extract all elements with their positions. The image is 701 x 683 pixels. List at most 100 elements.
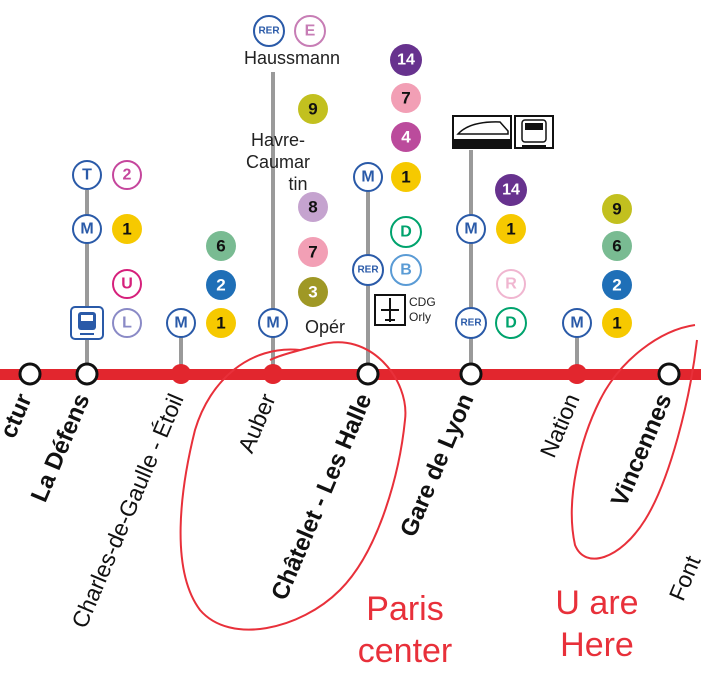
metro-line-1-label: 1 bbox=[612, 314, 621, 333]
rer-mode-label: RER bbox=[357, 265, 379, 276]
rer-line-b-badge[interactable]: B bbox=[390, 254, 422, 286]
metro-mode-label: M bbox=[266, 315, 279, 332]
rer-line-d-label: D bbox=[505, 315, 517, 332]
metro-line-4-label: 4 bbox=[401, 128, 411, 147]
rer-line-d-badge[interactable]: D bbox=[495, 307, 527, 339]
rer-line-e-badge[interactable]: E bbox=[294, 15, 326, 47]
station-label-nation[interactable]: Nation bbox=[535, 390, 585, 461]
metro-mode-icon: M bbox=[353, 162, 383, 192]
paris-center-note-line1: Paris bbox=[366, 590, 443, 628]
transilien-train-icon bbox=[70, 306, 104, 340]
station-dot-etoile[interactable] bbox=[171, 364, 191, 384]
station-dot-auber[interactable] bbox=[263, 364, 283, 384]
metro-line-7-badge[interactable]: 7 bbox=[391, 83, 421, 113]
station-dot-la-defense[interactable] bbox=[75, 362, 99, 386]
metro-mode-icon: M bbox=[72, 214, 102, 244]
metro-line-1-label: 1 bbox=[216, 314, 225, 333]
rer-mode-icon: RER bbox=[253, 15, 285, 47]
metro-line-1-label: 1 bbox=[506, 220, 515, 239]
havre-caumartin-label: Havre- Caumar tin bbox=[246, 130, 310, 194]
metro-line-7-badge[interactable]: 7 bbox=[298, 237, 328, 267]
metro-line-3-label: 3 bbox=[308, 283, 317, 302]
metro-line-2-label: 2 bbox=[216, 276, 225, 295]
station-label-chatelet[interactable]: Châtelet - Les Halle bbox=[266, 390, 377, 604]
station-label-font[interactable]: Font bbox=[664, 551, 701, 604]
opera-label: Opér bbox=[305, 317, 345, 337]
rer-line-r-badge[interactable]: R bbox=[496, 269, 526, 299]
station-label-la-defense[interactable]: La Défens bbox=[26, 390, 96, 506]
line-u-label: U bbox=[121, 276, 133, 293]
station-label-ctur[interactable]: ctur bbox=[0, 390, 38, 442]
correspondences-la-defense: T 2 M 1 U L bbox=[70, 160, 142, 340]
tram-mode-icon: T bbox=[72, 160, 102, 190]
tram-mode-label: T bbox=[82, 167, 92, 184]
metro-line-1-badge[interactable]: 1 bbox=[206, 308, 236, 338]
metro-line-7-label: 7 bbox=[308, 243, 317, 262]
metro-line-8-badge[interactable]: 8 bbox=[298, 192, 328, 222]
metro-line-1-badge[interactable]: 1 bbox=[496, 214, 526, 244]
metro-line-14-badge[interactable]: 14 bbox=[390, 44, 422, 76]
station-dot-gare-de-lyon[interactable] bbox=[459, 362, 483, 386]
correspondences-gare-de-lyon: 14 M 1 R RER D bbox=[452, 115, 554, 339]
airport-cdg-label: CDG bbox=[409, 295, 436, 309]
tram-line-2-badge[interactable]: 2 bbox=[112, 160, 142, 190]
station-dot-chatelet[interactable] bbox=[356, 362, 380, 386]
metro-line-6-badge[interactable]: 6 bbox=[602, 231, 632, 261]
station-dot-ctur[interactable] bbox=[18, 362, 42, 386]
you-are-here-circle bbox=[570, 324, 698, 560]
metro-line-9-badge[interactable]: 9 bbox=[298, 94, 328, 124]
station-dot-vincennes[interactable] bbox=[657, 362, 681, 386]
metro-line-6-badge[interactable]: 6 bbox=[206, 231, 236, 261]
metro-line-1-label: 1 bbox=[401, 168, 410, 187]
line-l-badge[interactable]: L bbox=[112, 308, 142, 338]
station-label-gare-de-lyon[interactable]: Gare de Lyon bbox=[395, 390, 479, 541]
rer-a-line bbox=[0, 369, 701, 380]
rer-line-b-label: B bbox=[400, 262, 412, 279]
station-label-etoile[interactable]: Charles-de-Gaulle - Étoil bbox=[66, 390, 188, 632]
metro-line-9-label: 9 bbox=[612, 200, 621, 219]
metro-line-1-badge[interactable]: 1 bbox=[112, 214, 142, 244]
metro-line-1-label: 1 bbox=[122, 220, 131, 239]
metro-mode-icon: M bbox=[166, 308, 196, 338]
line-u-badge[interactable]: U bbox=[112, 269, 142, 299]
metro-line-1-badge[interactable]: 1 bbox=[391, 162, 421, 192]
airport-orly-label: Orly bbox=[409, 310, 431, 324]
metro-mode-label: M bbox=[80, 221, 93, 238]
metro-mode-icon: M bbox=[456, 214, 486, 244]
metro-line-3-badge[interactable]: 3 bbox=[298, 277, 328, 307]
metro-line-14-label: 14 bbox=[502, 182, 520, 199]
metro-line-2-label: 2 bbox=[612, 276, 621, 295]
metro-mode-label: M bbox=[174, 315, 187, 332]
correspondences-nation: 9 6 2 M 1 bbox=[562, 194, 632, 338]
metro-mode-label: M bbox=[464, 221, 477, 238]
rer-mode-label: RER bbox=[460, 318, 482, 329]
metro-mode-icon: M bbox=[258, 308, 288, 338]
rer-line-d-badge[interactable]: D bbox=[390, 216, 422, 248]
metro-line-6-label: 6 bbox=[612, 237, 621, 256]
metro-mode-label: M bbox=[361, 169, 374, 186]
metro-line-6-label: 6 bbox=[216, 237, 225, 256]
metro-mode-icon: M bbox=[562, 308, 592, 338]
metro-line-9-label: 9 bbox=[308, 100, 317, 119]
correspondences-etoile: 6 2 M 1 bbox=[166, 231, 236, 338]
paris-center-circle bbox=[179, 341, 407, 631]
metro-line-9-badge[interactable]: 9 bbox=[602, 194, 632, 224]
station-dots bbox=[18, 362, 681, 386]
metro-line-1-badge[interactable]: 1 bbox=[602, 308, 632, 338]
metro-line-2-badge[interactable]: 2 bbox=[602, 270, 632, 300]
line-l-label: L bbox=[122, 315, 132, 332]
regional-train-icon bbox=[514, 115, 554, 149]
havre-label-line2: Caumar bbox=[246, 152, 310, 172]
metro-line-14-badge[interactable]: 14 bbox=[495, 174, 527, 206]
metro-mode-label: M bbox=[570, 315, 583, 332]
metro-line-2-badge[interactable]: 2 bbox=[206, 270, 236, 300]
havre-label-line1: Havre- bbox=[251, 130, 305, 150]
metro-line-4-badge[interactable]: 4 bbox=[391, 122, 421, 152]
station-label-auber[interactable]: Auber bbox=[233, 389, 281, 456]
station-label-vincennes[interactable]: Vincennes bbox=[606, 390, 678, 511]
station-dot-nation[interactable] bbox=[567, 364, 587, 384]
metro-line-7-label: 7 bbox=[401, 89, 410, 108]
rer-line-e-label: E bbox=[305, 23, 316, 40]
you-are-here-note-line1: U are bbox=[555, 584, 638, 622]
